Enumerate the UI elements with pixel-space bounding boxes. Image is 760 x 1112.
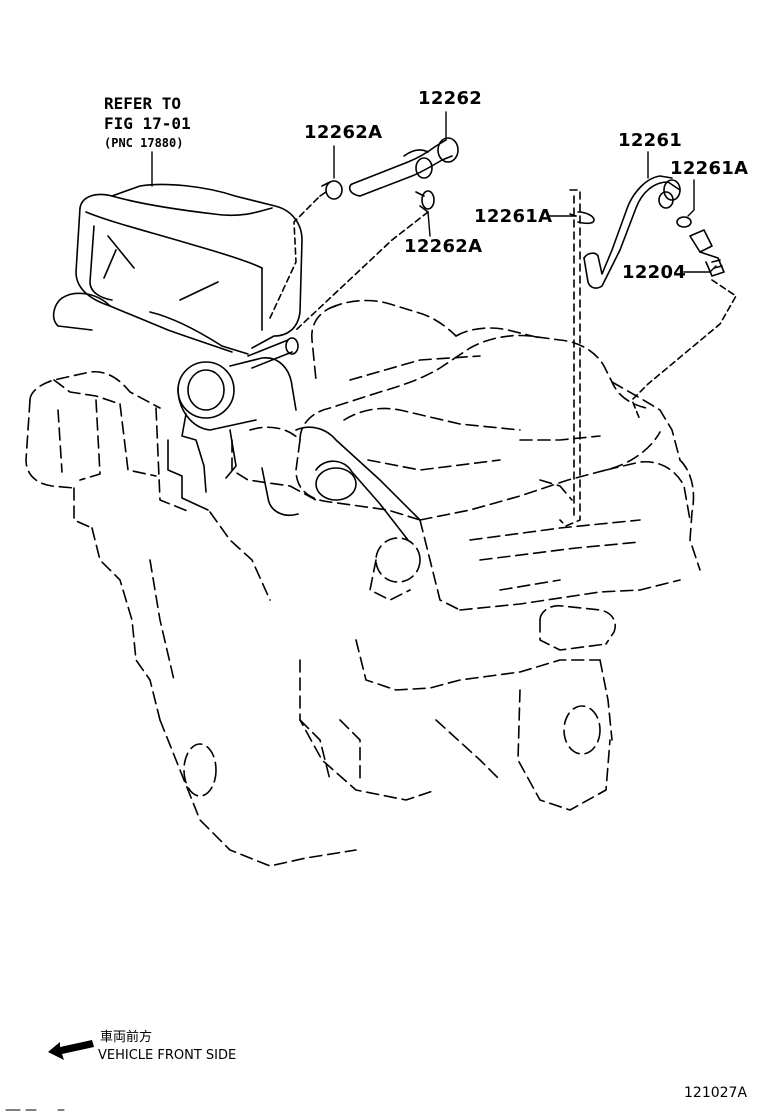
manifold-runner-illustration <box>261 426 421 541</box>
vehicle-front-label: VEHICLE FRONT SIDE <box>98 1048 237 1063</box>
leader-12262A-lower <box>427 211 431 237</box>
leader-12261A-right <box>687 179 695 217</box>
part-label-12262A-upper[interactable]: 12262A <box>304 122 383 143</box>
air-cleaner-illustration <box>52 183 303 511</box>
hose-12261-illustration <box>559 175 737 527</box>
part-label-12261A-left[interactable]: 12261A <box>474 206 553 227</box>
part-label-12262[interactable]: 12262 <box>418 88 483 109</box>
leader-12204 <box>683 265 717 273</box>
hose-12262-illustration <box>269 137 459 331</box>
engine-block-illustration <box>25 299 701 867</box>
vehicle-front-arrow <box>48 1040 94 1060</box>
leader-lines <box>151 111 717 273</box>
part-label-12204[interactable]: 12204 <box>622 262 687 283</box>
reference-note-line2: FIG 17-01 <box>104 114 191 133</box>
reference-note-line3: (PNC 17880) <box>104 136 184 150</box>
reference-note-line1: REFER TO <box>104 94 182 113</box>
pcv-valve-illustration <box>689 229 725 277</box>
part-label-12261A-right[interactable]: 12261A <box>670 158 749 179</box>
part-label-12262A-lower[interactable]: 12262A <box>404 236 483 257</box>
part-label-12261[interactable]: 12261 <box>618 130 683 151</box>
illustration-code: 121027A <box>684 1085 748 1101</box>
vehicle-front-japanese: 車両前方 <box>100 1030 153 1045</box>
